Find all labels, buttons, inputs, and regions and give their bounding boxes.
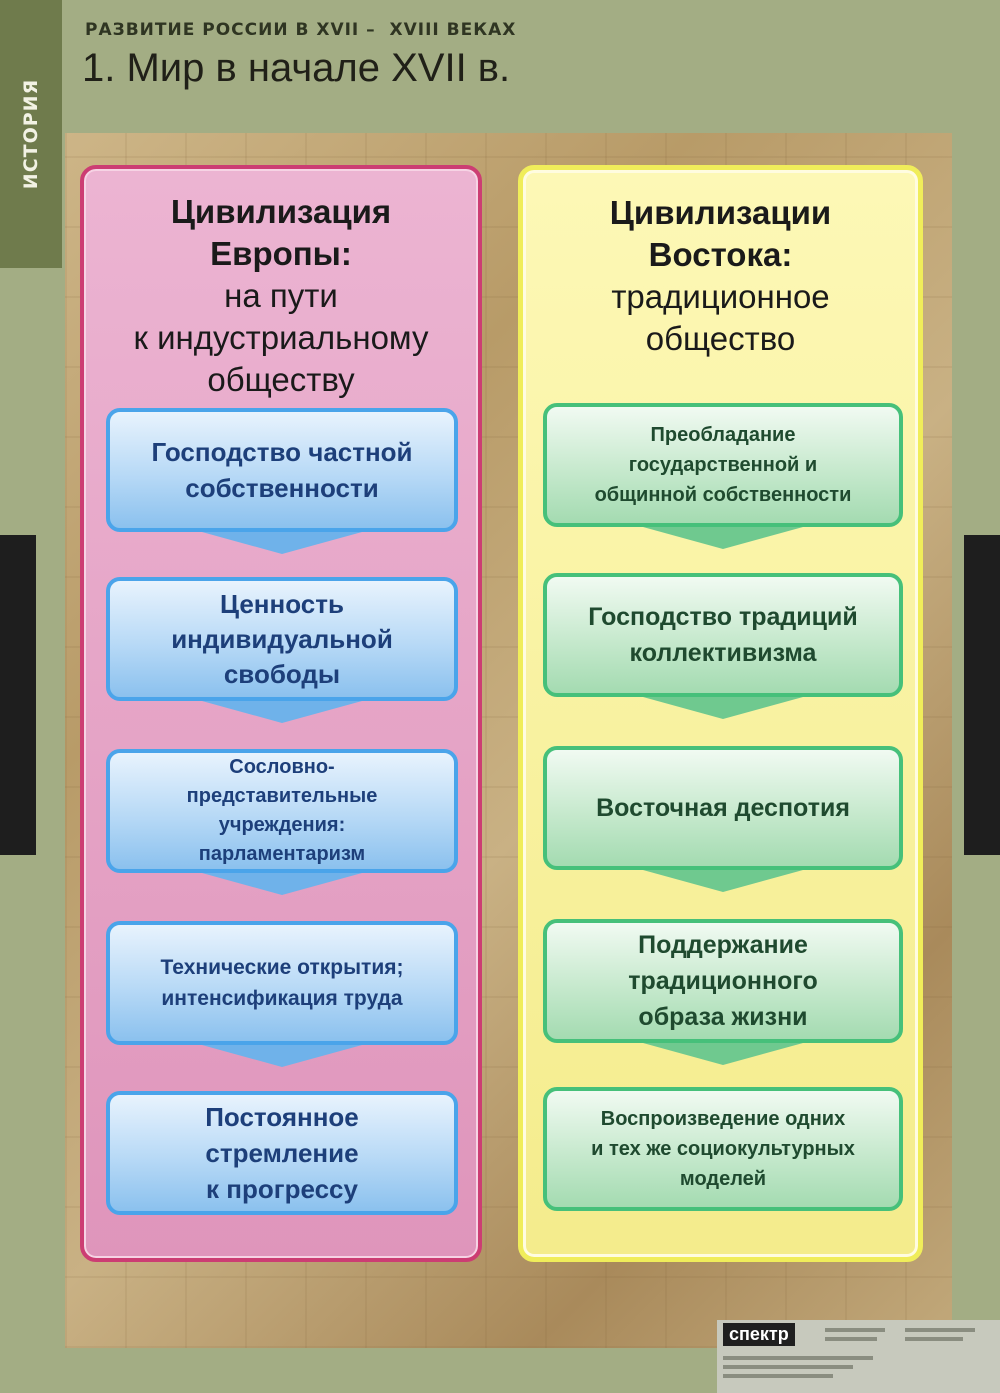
east-feature-box: Поддержание традиционного образа жизни [543,919,903,1043]
publisher-logo: спектр [717,1320,1000,1393]
box-line: Технические открытия; [160,956,404,979]
fine-print [825,1328,885,1332]
europe-feature-box: Ценность индивидуальной свободы [106,577,458,701]
down-arrow [202,532,362,554]
box-line: государственной и [628,454,818,476]
box-line: традиционного [628,967,818,995]
down-arrow [643,527,803,549]
heading-line: общество [645,320,796,357]
box-line: и тех же социокультурных [591,1138,855,1160]
heading-line: обществу [207,361,355,398]
box-line: коллективизма [629,639,817,667]
brand-name: спектр [723,1323,795,1346]
subject-label: ИСТОРИЯ [20,78,42,190]
left-edge-bar [0,535,36,855]
europe-feature-box: Технические открытия; интенсификация тру… [106,921,458,1045]
poster-title: 1. Мир в начале XVII в. [82,46,511,90]
east-feature-box: Господство традиций коллективизма [543,573,903,697]
heading-line: Цивилизации [609,194,832,231]
fine-print [825,1337,877,1341]
down-arrow [202,701,362,723]
box-line: интенсификация труда [161,987,403,1010]
heading-line: традиционное [611,278,830,315]
europe-feature-box: Постоянное стремление к прогрессу [106,1091,458,1215]
box-line: свободы [223,658,341,689]
box-line: парламентаризм [198,843,366,865]
east-column: Цивилизации Востока: традиционное общест… [518,165,923,1262]
box-line: Сословно- [229,756,335,778]
box-line: Постоянное [205,1102,359,1132]
subject-tab: ИСТОРИЯ [0,0,62,268]
europe-feature-box: Сословно- представительные учреждения: п… [106,749,458,873]
heading-line: Востока: [648,236,793,273]
box-line: собственности [185,473,379,503]
box-line: Господство частной [151,437,413,467]
europe-feature-box: Господство частной собственности [106,408,458,532]
box-line: индивидуальной [171,623,393,654]
fine-print [905,1328,975,1332]
poster-series-title: РАЗВИТИЕ РОССИИ В XVII – XVIII ВЕКАХ [85,20,517,40]
box-line: к прогрессу [206,1174,358,1204]
down-arrow [202,873,362,895]
box-line: Воспроизведение одних [600,1108,846,1130]
east-feature-box: Преобладание государственной и общинной … [543,403,903,527]
heading-line: Цивилизация [170,193,392,230]
fine-print [723,1365,853,1369]
heading-line: к индустриальному [133,319,429,356]
east-feature-box: Восточная деспотия [543,746,903,870]
box-line: Восточная деспотия [596,794,850,822]
down-arrow [643,1043,803,1065]
box-line: Поддержание [638,931,808,959]
box-line: моделей [679,1168,767,1190]
box-line: образа жизни [638,1003,808,1031]
fine-print [723,1356,873,1360]
heading-line: на пути [224,277,338,314]
box-line: стремление [205,1138,359,1168]
fine-print [723,1374,833,1378]
down-arrow [643,870,803,892]
box-line: Ценность [220,588,344,619]
down-arrow [202,1045,362,1067]
box-line: учреждения: [218,814,346,836]
europe-column: Цивилизация Европы: на пути к индустриал… [80,165,482,1262]
europe-heading: Цивилизация Европы: на пути к индустриал… [84,191,478,401]
box-line: общинной собственности [594,484,852,506]
down-arrow [643,697,803,719]
fine-print [905,1337,963,1341]
box-line: Преобладание [650,424,796,446]
east-feature-box: Воспроизведение одних и тех же социокуль… [543,1087,903,1211]
box-line: представительные [186,785,378,807]
box-line: Господство традиций [588,603,858,631]
east-heading: Цивилизации Востока: традиционное общест… [523,192,918,360]
heading-line: Европы: [210,235,352,272]
right-edge-bar [964,535,1000,855]
